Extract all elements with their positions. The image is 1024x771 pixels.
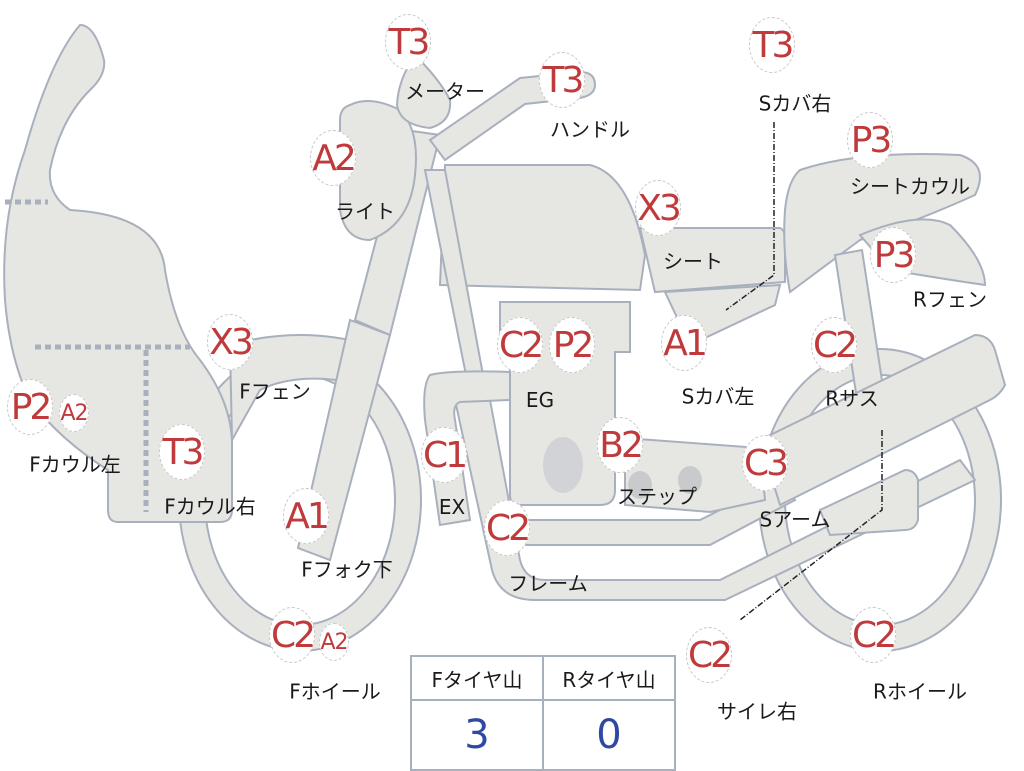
seat-cowl-badge-0[interactable]: P3: [847, 112, 893, 168]
exhaust-label: EX: [438, 495, 466, 519]
seat-cover-left-badge-0[interactable]: A1: [661, 315, 708, 371]
fork-upper-shape: [353, 128, 442, 337]
engine-badge-0[interactable]: C2: [497, 317, 544, 373]
light-label: ライト: [335, 199, 395, 224]
frame-label: フレーム: [508, 571, 588, 596]
tire-tread-table: Fタイヤ山 Rタイヤ山 3 0: [410, 655, 676, 771]
front-fender-badge-0[interactable]: X3: [207, 314, 254, 370]
seat-cover-right-badge-0[interactable]: T3: [749, 17, 795, 73]
silencer-right-leader: [739, 430, 883, 621]
front-fender-label: Fフェン: [239, 379, 311, 404]
engine-badge-1[interactable]: P2: [549, 317, 595, 373]
front-tire-value: 3: [410, 699, 544, 771]
silencer-right-badge-0[interactable]: C2: [686, 627, 733, 683]
front-fork-lower-badge-0[interactable]: A1: [283, 488, 330, 544]
exhaust-shape: [423, 370, 511, 527]
front-wheel-badge-1[interactable]: A2: [319, 623, 349, 661]
seat-cover-left-label: Sカバ左: [681, 384, 755, 409]
seat-cover-right-label: Sカバ右: [758, 91, 832, 116]
seat-label: シート: [663, 249, 723, 274]
swing-arm-badge-0[interactable]: C3: [742, 435, 789, 491]
step-label: ステップ: [617, 484, 697, 509]
front-fork-lower-label: Fフォク下: [301, 557, 393, 582]
rear-fender-badge-0[interactable]: P3: [870, 227, 916, 283]
rear-fender-label: Rフェン: [913, 287, 987, 312]
front-cowl-right-badge-0[interactable]: T3: [159, 424, 205, 480]
swing-arm-shape: [758, 333, 1007, 507]
engine-label: EG: [525, 388, 555, 412]
light-badge-0[interactable]: A2: [310, 130, 357, 186]
rear-tire-header: Rタイヤ山: [542, 655, 676, 701]
meter-badge-0[interactable]: T3: [385, 14, 431, 70]
meter-label: メーター: [405, 79, 485, 104]
front-wheel-badge-0[interactable]: C2: [269, 607, 316, 663]
rear-suspension-label: Rサス: [825, 386, 879, 411]
rear-wheel-label: Rホイール: [873, 679, 967, 704]
handle-label: ハンドル: [550, 117, 630, 142]
engine-cover-circle: [543, 437, 583, 493]
exhaust-badge-0[interactable]: C1: [421, 427, 468, 483]
rear-wheel-badge-0[interactable]: C2: [850, 607, 897, 663]
frame-badge-0[interactable]: C2: [484, 500, 531, 556]
seat-cover-right-leader: [725, 122, 775, 311]
front-cowl-right-label: Fカウル右: [164, 494, 256, 519]
meter-shape: [395, 53, 452, 130]
silencer-right-label: サイレ右: [717, 699, 797, 724]
step-peg-left: [628, 471, 652, 499]
seat-badge-0[interactable]: X3: [635, 180, 682, 236]
front-cowl-left-label: Fカウル左: [29, 452, 121, 477]
rear-suspension-badge-0[interactable]: C2: [811, 317, 858, 373]
front-cowl-left-badge-1[interactable]: A2: [59, 394, 89, 432]
front-tire-header: Fタイヤ山: [410, 655, 544, 701]
front-wheel-label: Fホイール: [289, 679, 381, 704]
silencer-shape: [818, 468, 919, 537]
step-peg-right: [678, 466, 702, 494]
step-badge-0[interactable]: B2: [597, 417, 644, 473]
seat-cowl-label: シートカウル: [850, 174, 970, 199]
swing-arm-label: Sアーム: [759, 507, 831, 532]
front-cowl-left-badge-0[interactable]: P2: [7, 379, 53, 435]
frame-lower-shape: [453, 399, 977, 601]
rear-tire-value: 0: [542, 699, 676, 771]
handle-badge-0[interactable]: T3: [539, 52, 585, 108]
tank-shape: [438, 164, 647, 292]
seat-cowl-shape: [783, 153, 981, 294]
